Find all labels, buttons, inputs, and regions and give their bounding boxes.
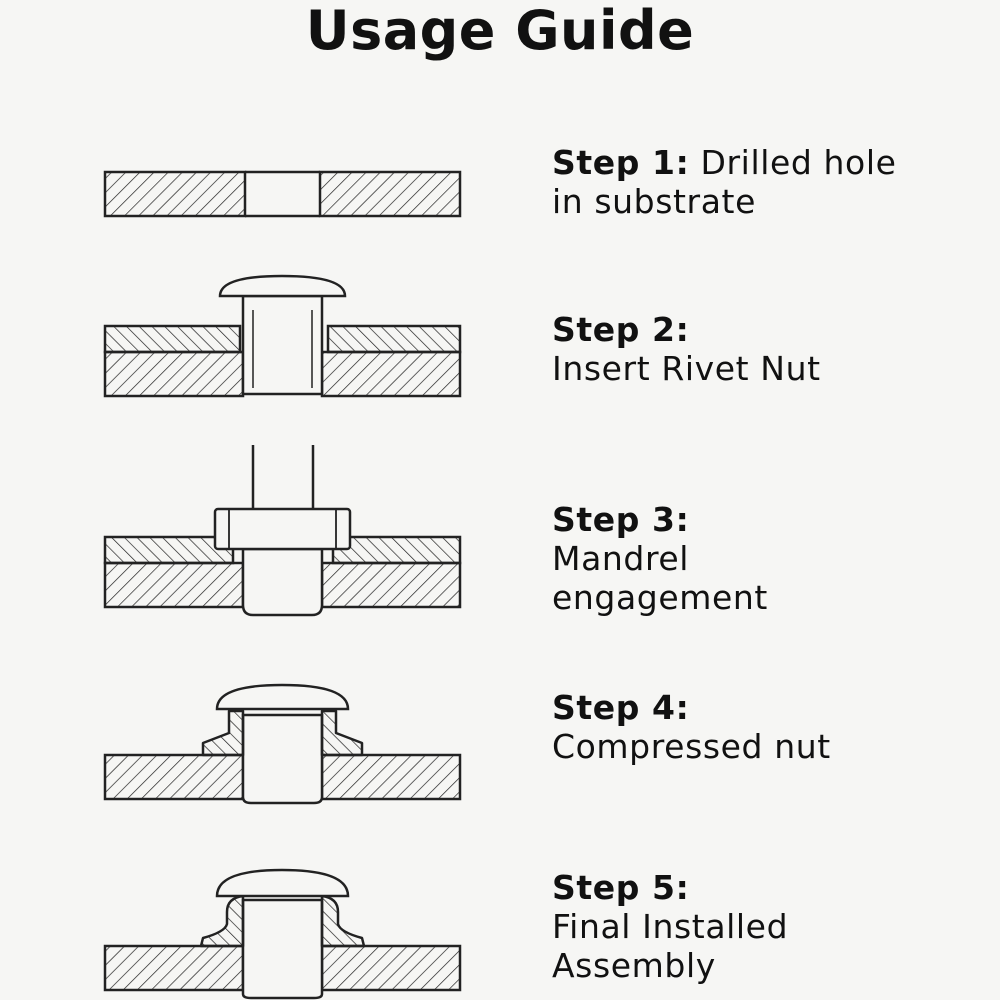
insert-rivet-nut-illustration [103,274,462,398]
step-3-diagram [95,445,470,620]
step-4-diagram [95,675,470,810]
step-5-text-line2: Assembly [552,946,716,985]
step-3-text-line1: Mandrel [552,539,690,578]
step-2-diagram [95,270,470,405]
step-4-text-line1: Compressed nut [552,727,831,766]
step-4-title: Step 4: [552,688,690,727]
step-1-text-line2: in substrate [552,182,756,221]
step-3-text-line2: engagement [552,578,768,617]
step-5-label: Step 5: Final Installed Assembly [552,868,992,985]
step-5-diagram [95,862,470,1000]
step-2-text-line1: Insert Rivet Nut [552,349,821,388]
step-1-diagram [95,160,470,230]
compressed-nut-illustration [103,683,462,805]
step-1-text-line1: Drilled hole [700,143,897,182]
step-3-title: Step 3: [552,500,690,539]
step-5-text-line1: Final Installed [552,907,789,946]
step-4-label: Step 4: Compressed nut [552,688,992,766]
step-3-label: Step 3: Mandrel engagement [552,500,992,617]
step-2-label: Step 2: Insert Rivet Nut [552,310,992,388]
step-1-title: Step 1: [552,143,690,182]
mandrel-engagement-illustration [103,445,462,617]
step-5-title: Step 5: [552,868,690,907]
final-assembly-illustration [103,868,462,1000]
drilled-hole-illustration [103,170,462,218]
step-1-label: Step 1: Drilled hole in substrate [552,143,992,221]
step-2-title: Step 2: [552,310,690,349]
page-title: Usage Guide [305,0,695,62]
